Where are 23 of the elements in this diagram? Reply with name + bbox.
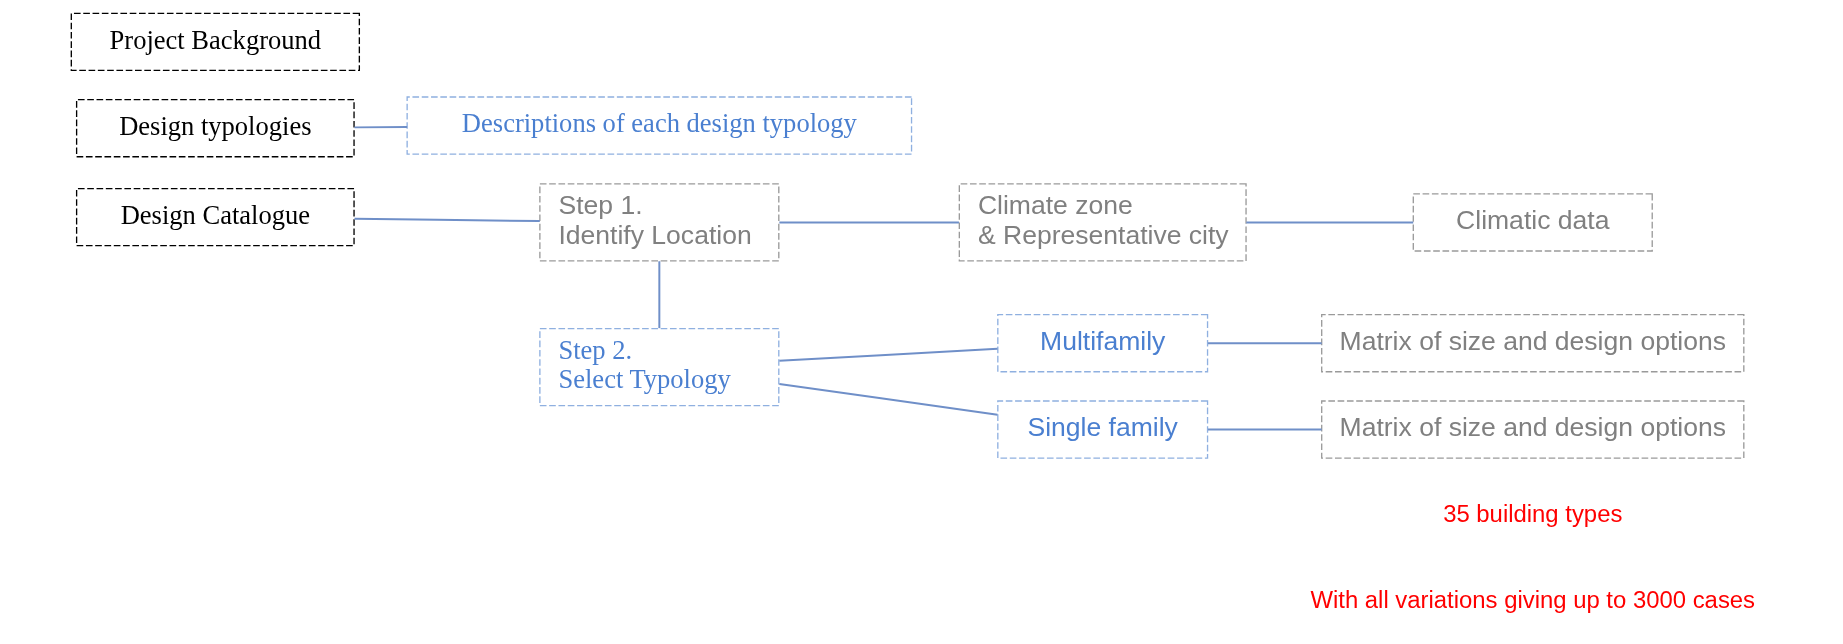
connector bbox=[658, 260, 661, 330]
connector bbox=[778, 221, 960, 224]
connector bbox=[1207, 428, 1323, 431]
node-box: Multifamily bbox=[997, 314, 1209, 373]
node-box: Project Background bbox=[70, 12, 360, 72]
connector bbox=[778, 382, 999, 416]
node-box: Climate zone & Representative city bbox=[958, 183, 1247, 262]
node-box: Single family bbox=[997, 400, 1209, 459]
node-box: Descriptions of each design typology bbox=[406, 96, 913, 155]
node-box: Design Catalogue bbox=[75, 187, 355, 247]
node-box: Step 1. Identify Location bbox=[539, 183, 780, 262]
label: 35 building types bbox=[1443, 499, 1623, 527]
label: With all variations giving up to 3000 cases bbox=[1310, 585, 1756, 613]
node-box: Design typologies bbox=[75, 99, 355, 158]
connector bbox=[778, 347, 999, 362]
connector bbox=[353, 217, 541, 223]
node-box: Climatic data bbox=[1412, 193, 1653, 252]
connector bbox=[353, 126, 409, 129]
node-box: Matrix of size and design options bbox=[1321, 314, 1745, 373]
node-box: Matrix of size and design options bbox=[1321, 400, 1745, 459]
node-box: Step 2. Select Typology bbox=[539, 327, 780, 407]
connector bbox=[1207, 342, 1323, 345]
connector bbox=[1245, 221, 1415, 224]
